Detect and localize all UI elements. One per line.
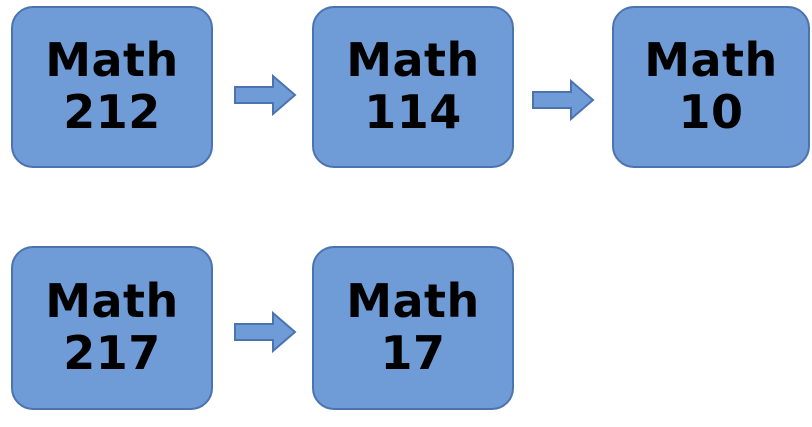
course-number-label: 114	[364, 85, 462, 139]
course-subject-label: Math	[644, 33, 778, 88]
course-subject-label: Math	[346, 33, 480, 88]
right-arrow-icon	[233, 310, 297, 354]
course-box-math-114: Math 114	[312, 6, 514, 168]
course-box-math-17: Math 17	[312, 246, 514, 410]
course-subject-label: Math	[346, 274, 480, 329]
course-subject-label: Math	[45, 274, 179, 329]
course-number-label: 10	[678, 85, 744, 139]
course-number-label: 217	[63, 326, 161, 380]
course-box-math-10: Math 10	[612, 6, 810, 168]
course-number-label: 17	[380, 326, 446, 380]
course-box-math-212: Math 212	[11, 6, 213, 168]
course-number-label: 212	[63, 85, 161, 139]
right-arrow-icon	[233, 73, 297, 117]
course-subject-label: Math	[45, 33, 179, 88]
course-box-math-217: Math 217	[11, 246, 213, 410]
right-arrow-icon	[531, 78, 595, 122]
